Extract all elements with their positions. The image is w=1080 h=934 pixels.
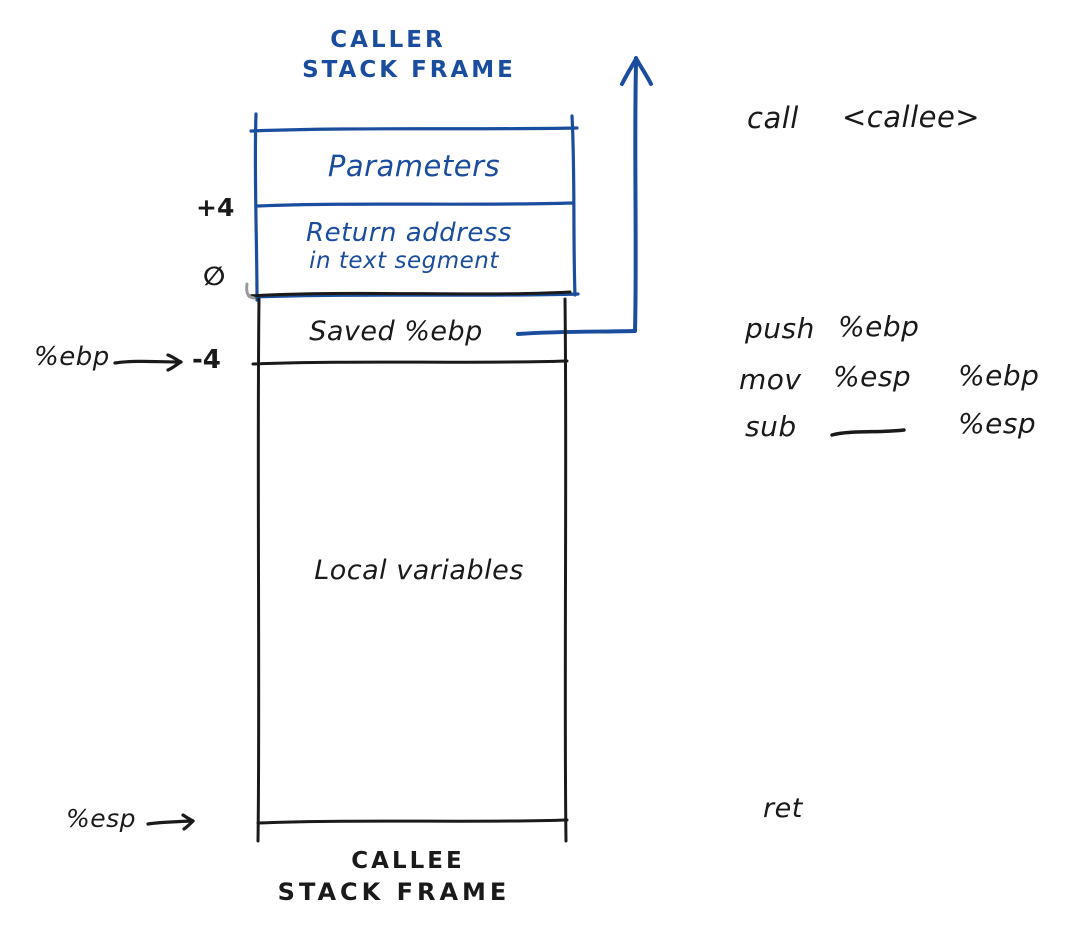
instruction-mov-dst: %ebp xyxy=(958,359,1040,392)
callee-frame-title-line2: STACK FRAME xyxy=(277,878,511,906)
instruction-mov-src: %esp xyxy=(833,360,912,393)
caller-frame-title-line1: CALLER xyxy=(330,27,446,53)
callee-frame-title-line1: CALLEE xyxy=(351,848,465,874)
caller-box-right-edge xyxy=(570,114,577,297)
instruction-mov-op: mov xyxy=(739,363,802,396)
ebp-pointer-arrow-icon xyxy=(113,353,183,372)
instruction-sub-op: sub xyxy=(745,410,797,443)
return-address-label-line1: Return address xyxy=(306,218,512,248)
local-variables-cell-label: Local variables xyxy=(314,555,524,586)
callee-box-top-edge xyxy=(247,290,572,298)
caller-box-top-edge xyxy=(249,126,579,133)
return-arrow xyxy=(516,56,653,336)
return-address-label-line2: in text segment xyxy=(309,248,499,274)
offset-minus-four-label: -4 xyxy=(192,345,221,375)
pencil-smudge xyxy=(245,282,256,300)
sub-operand-blank xyxy=(830,428,906,437)
ebp-pointer-label: %ebp xyxy=(34,342,110,372)
instruction-push-op: push xyxy=(745,312,815,345)
caller-frame-title-line2: STACK FRAME xyxy=(302,57,516,83)
instruction-ret-op: ret xyxy=(763,793,803,824)
return-arrow-vertical xyxy=(633,62,638,333)
esp-pointer-label: %esp xyxy=(66,804,137,833)
parameters-divider xyxy=(256,201,575,208)
instruction-call-op: call xyxy=(747,101,799,135)
offset-zero-label: ∅ xyxy=(203,262,226,292)
callee-box-right-edge xyxy=(563,297,568,843)
offset-plus-four-label: +4 xyxy=(196,193,235,222)
callee-box-bottom-edge xyxy=(256,818,569,825)
instruction-sub-dst: %esp xyxy=(958,407,1037,440)
saved-ebp-divider xyxy=(251,359,569,366)
return-arrow-horizontal xyxy=(516,329,636,336)
callee-frame-box xyxy=(247,290,572,843)
caller-box-left-edge xyxy=(253,112,259,302)
saved-ebp-cell-label: Saved %ebp xyxy=(309,316,483,347)
instruction-push-operand: %ebp xyxy=(838,310,920,343)
esp-pointer-arrow-icon xyxy=(146,813,195,831)
callee-box-left-edge xyxy=(256,297,261,843)
parameters-cell-label: Parameters xyxy=(327,149,501,183)
return-arrow-head-icon xyxy=(634,56,653,86)
return-arrow-head-icon xyxy=(620,57,638,86)
instruction-call-operand: <callee> xyxy=(842,100,981,134)
